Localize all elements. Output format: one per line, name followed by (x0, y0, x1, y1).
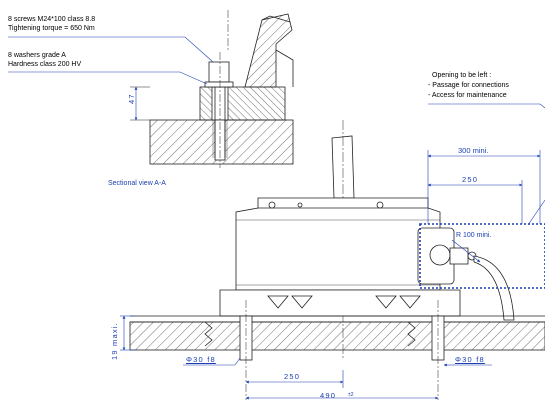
dim-housing-width: 250 (462, 175, 479, 184)
opening-note-line2: - Passage for connections (428, 82, 509, 89)
section-housing-wall (244, 13, 293, 88)
motor-cable (473, 255, 515, 321)
sectional-view-detail (130, 10, 294, 168)
dim-base-height: 19 maxi. (110, 322, 119, 360)
opening-note-line3: - Access for maintenance (428, 92, 507, 99)
dim-hole-left: Φ30 f8 (186, 355, 216, 364)
washer (204, 81, 234, 88)
screws-note-line1: 8 screws M24*100 class 8.8 (8, 16, 96, 23)
washers-note-line1: 8 washers grade A (8, 52, 66, 59)
dimension-lines (120, 150, 541, 400)
dim-total-length: 490 (320, 391, 337, 400)
housing-body (235, 197, 441, 291)
main-view (129, 120, 545, 400)
lower-flange (219, 289, 461, 317)
dim-washer-height: 47 (127, 93, 136, 104)
ground-plate (129, 321, 545, 351)
opening-note-line1: Opening to be left : (432, 72, 492, 79)
screws-note-line2: Tightening torque = 650 Nm (8, 25, 95, 32)
dim-opening-width: 300 mini. (458, 146, 489, 155)
dim-hole-right: Φ30 f8 (455, 355, 485, 364)
radius-label: R 100 mini. (456, 232, 492, 239)
note-leaders (8, 36, 545, 109)
washers-note-line2: Hardness class 200 HV (8, 61, 82, 68)
motor (417, 227, 455, 285)
dim-pin-spacing: 250 (284, 372, 301, 381)
opening-zone (419, 199, 545, 289)
sectional-view-label: Sectional view A-A (108, 180, 166, 187)
bolt-head (208, 61, 230, 83)
dim-total-length-tol: ±2 (348, 392, 354, 398)
